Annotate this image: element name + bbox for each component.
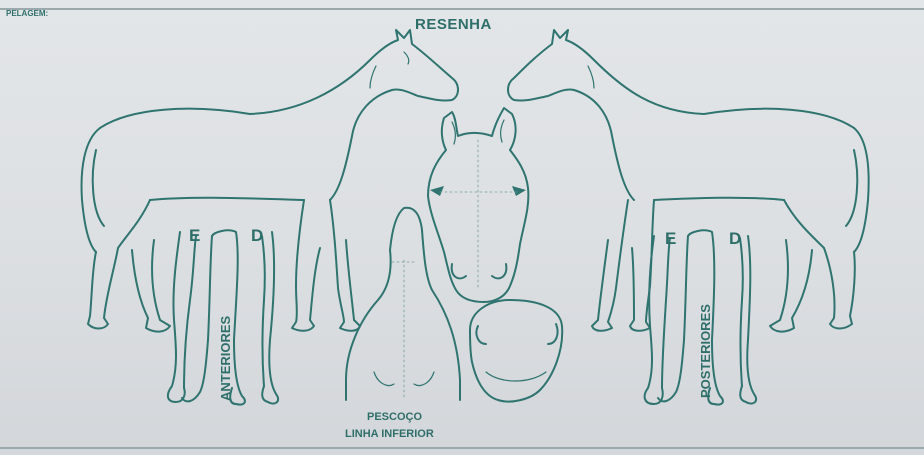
neck-underside-outline [346,208,460,400]
neck-subcaption: LINHA INFERIOR [345,428,434,440]
hind-right-marker: D [729,229,741,249]
left-horse-outline [82,30,458,332]
hind-limbs-caption: POSTERIORES [698,304,713,398]
front-left-marker: E [189,226,200,246]
hind-left-marker: E [665,229,676,249]
front-right-marker: D [251,226,263,246]
muzzle-outline [470,300,562,402]
front-head-outline [428,108,528,302]
front-limbs-caption: ANTERIORES [218,316,233,401]
neck-caption: PESCOÇO [367,411,422,423]
right-horse-outline [508,30,869,332]
